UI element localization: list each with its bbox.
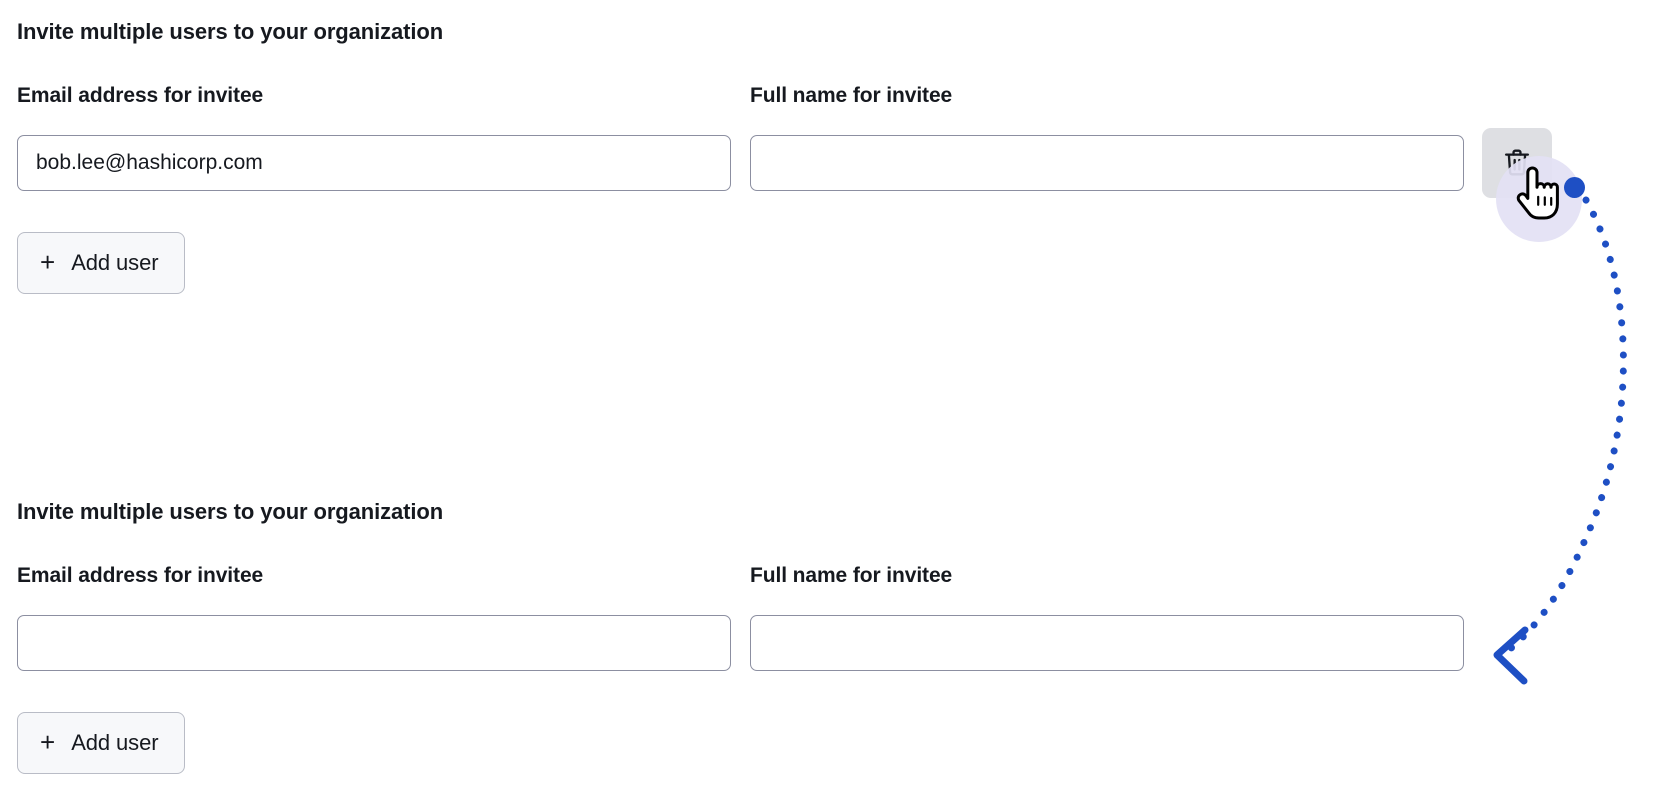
add-user-button-2[interactable]: + Add user [17,712,186,774]
plus-icon-2: + [40,727,56,757]
full-name-input[interactable] [750,135,1464,191]
full-name-input-2[interactable] [750,615,1464,671]
click-point-dot [1564,177,1585,198]
email-input[interactable] [17,135,731,191]
page-title-2: Invite multiple users to your organizati… [17,499,444,524]
email-field-label: Email address for invitee [17,84,264,107]
page-title: Invite multiple users to your organizati… [17,19,444,44]
plus-icon: + [40,247,56,277]
arrowhead-icon [1493,626,1529,685]
full-name-field-label-2: Full name for invitee [750,564,953,587]
email-field-label-2: Email address for invitee [17,564,264,587]
full-name-field-label: Full name for invitee [750,84,953,107]
trash-icon [1502,147,1532,179]
add-user-button[interactable]: + Add user [17,232,186,294]
dotted-arrow-path [1501,196,1627,657]
email-input-2[interactable] [17,615,731,671]
add-user-button-label: Add user [71,250,159,275]
delete-invitee-button[interactable] [1482,128,1552,198]
add-user-button-label-2: Add user [71,730,159,755]
